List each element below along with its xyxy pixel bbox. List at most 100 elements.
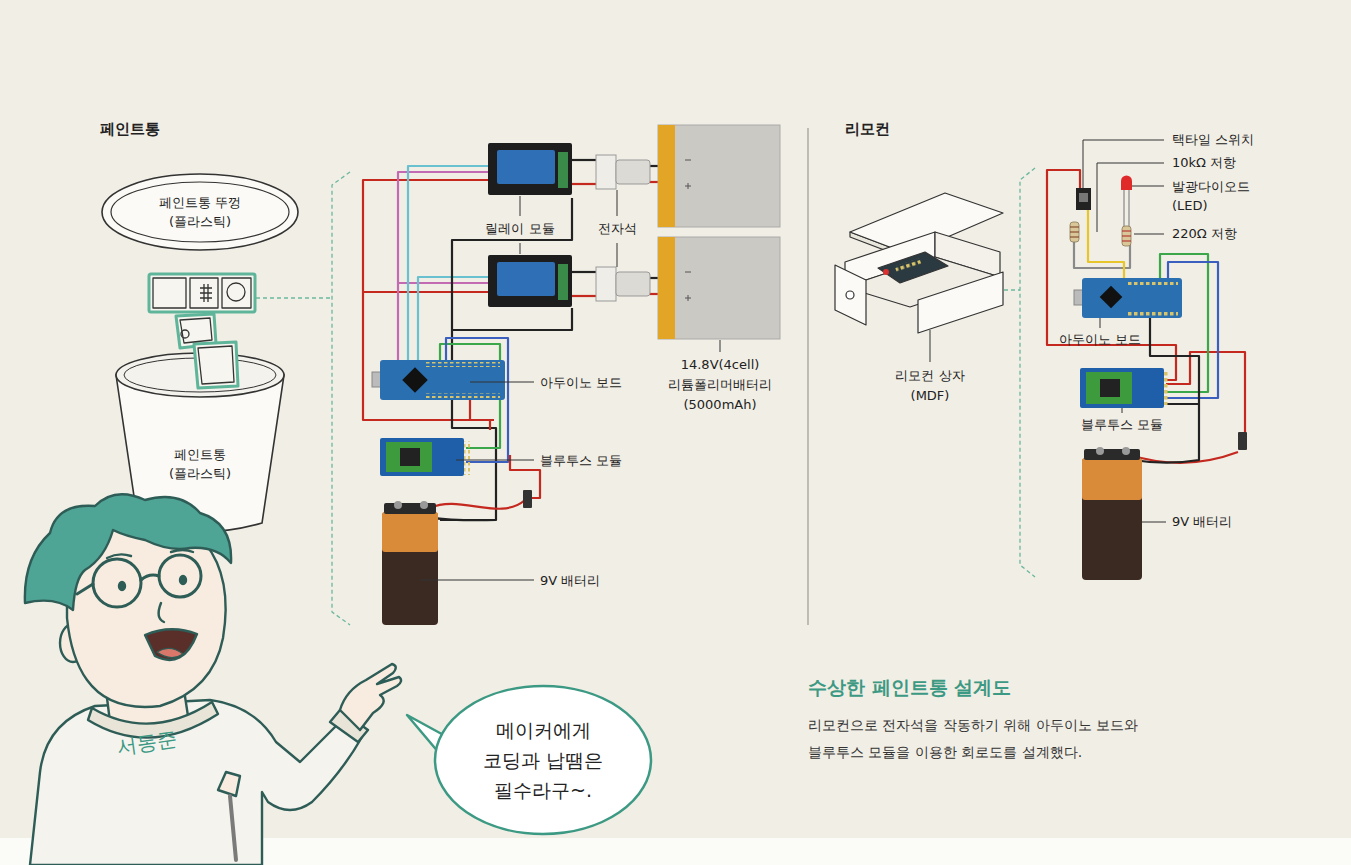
wire (570, 295, 596, 297)
leader-line (720, 340, 721, 352)
leader-line (930, 330, 931, 362)
cartoon-person (159, 555, 201, 597)
shirt-name: 서동준 (116, 730, 178, 756)
lipo-battery (658, 125, 780, 339)
remote-box (835, 265, 866, 325)
part-label: 아두이노 보드 (1059, 331, 1141, 349)
leader-line (420, 580, 534, 581)
lid-ellipse: 페인트통 뚜껑 (플라스틱) (100, 172, 300, 252)
battery-9v (420, 501, 428, 509)
wire (1074, 240, 1130, 268)
cartoon-person (180, 576, 186, 584)
remote-box (883, 269, 889, 275)
latch-mechanism (149, 274, 255, 388)
arduino-board (425, 362, 500, 367)
cartoon-person (107, 550, 193, 558)
cartoon-person (145, 629, 197, 660)
relay-module (497, 150, 555, 184)
arduino-board (1100, 286, 1123, 309)
part-label: 택타일 스위치 (1172, 131, 1254, 149)
section-title: 페인트통 (100, 120, 160, 138)
section-divider (807, 128, 808, 625)
resistor (1070, 227, 1079, 237)
relay-module (488, 143, 572, 195)
part-label: 220Ω 저항 (1172, 225, 1237, 243)
remote-box (895, 258, 922, 272)
battery-9v (1122, 447, 1130, 455)
part-label: 발광다이오드 (LED) (1172, 177, 1272, 215)
leader-line (420, 140, 1166, 580)
electromagnet (596, 267, 616, 301)
arduino-board (1082, 278, 1182, 318)
part-label: 아두이노 보드 (540, 374, 622, 392)
latch-mechanism (180, 318, 212, 343)
battery-9v (1082, 458, 1142, 580)
wire (1128, 190, 1129, 228)
latch-mechanism (153, 278, 251, 384)
section-title: 리모컨 (845, 120, 890, 138)
wire (398, 172, 488, 362)
cartoon-person (25, 494, 401, 865)
tactile-switch (1076, 188, 1091, 210)
electromagnet (596, 155, 650, 301)
wire (1047, 170, 1176, 380)
arduino-board (1128, 311, 1178, 316)
leader-line (1128, 186, 1164, 187)
lipo-battery (685, 160, 691, 301)
lipo-battery (658, 237, 675, 339)
wire (430, 500, 525, 509)
leader-line (1097, 163, 1164, 232)
wire (570, 271, 596, 273)
part-label: 블루투스 모듈 (540, 452, 622, 470)
tactile-switch (1079, 193, 1088, 202)
latch-mechanism (200, 284, 212, 302)
part-label: 10kΩ 저항 (1172, 154, 1236, 172)
relay-module (558, 152, 568, 188)
resistor (1122, 231, 1131, 241)
resistor (1070, 222, 1131, 246)
led (1121, 176, 1132, 191)
leader-line (456, 460, 534, 461)
bluetooth-module (380, 438, 470, 476)
wire (452, 308, 572, 330)
wire (363, 291, 488, 293)
wire (470, 400, 490, 430)
part-label: 9V 배터리 (1172, 513, 1232, 531)
latch-mechanism (222, 278, 251, 308)
wire (1088, 210, 1124, 280)
arduino-board (402, 367, 427, 392)
led (1121, 176, 1132, 191)
part-label: 블루투스 모듈 (1081, 416, 1163, 434)
section-bracket (256, 297, 330, 298)
leader-line (1134, 234, 1164, 235)
electromagnet (596, 155, 616, 189)
wire (1123, 190, 1124, 228)
part-label: 릴레이 모듈 (485, 220, 554, 238)
arduino-board (380, 360, 505, 400)
part-label: 전자석 (598, 220, 637, 238)
resistor (1070, 222, 1079, 242)
remote-box (835, 193, 1003, 333)
cartoon-person (77, 575, 159, 594)
wire (363, 160, 668, 520)
bluetooth-module (380, 438, 464, 476)
lipo-battery (685, 160, 691, 189)
latch-mechanism (227, 283, 245, 301)
bluetooth-module (1080, 368, 1170, 408)
bluetooth-module (1086, 372, 1132, 404)
cartoon-person (218, 772, 240, 796)
node-text-group: 메이커에게 코딩과 납땜은 필수라구~. (476, 715, 611, 805)
node-outline (435, 686, 651, 834)
battery-9v (382, 512, 438, 625)
bluetooth-module (464, 441, 470, 475)
section-bracket (1020, 168, 1035, 577)
relay-module (488, 255, 572, 307)
bluetooth-module (386, 442, 432, 472)
section-bracket (256, 168, 1035, 625)
battery-9v (384, 503, 436, 514)
wire (398, 282, 488, 284)
relay-module (497, 262, 555, 296)
wire (1166, 352, 1245, 436)
figure-title: 수상한 페인트통 설계도 (808, 674, 1011, 700)
